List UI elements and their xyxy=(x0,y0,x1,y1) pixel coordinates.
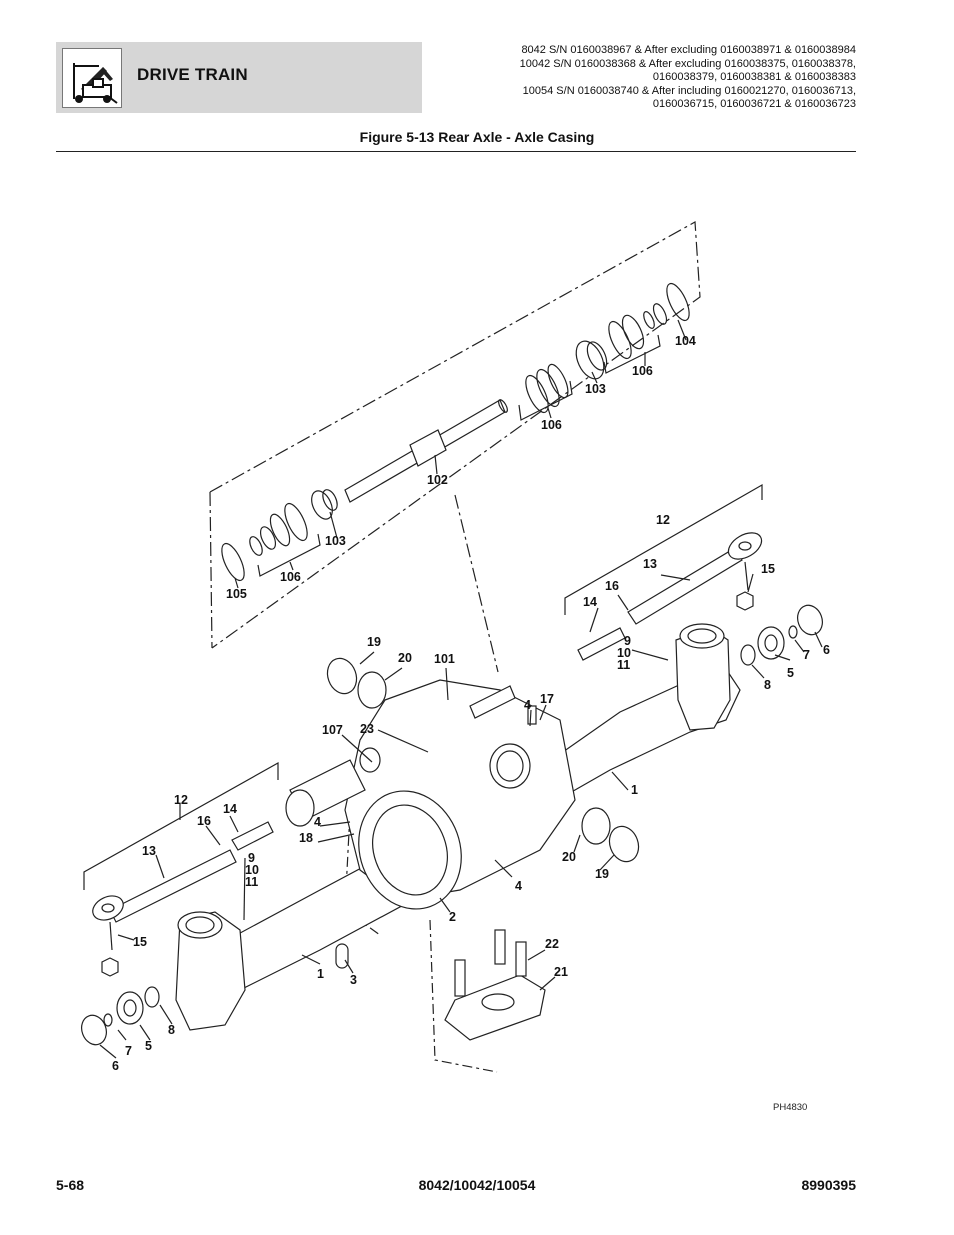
callout-13: 13 xyxy=(142,844,156,858)
callout-20: 20 xyxy=(562,850,576,864)
callout-4: 4 xyxy=(314,815,321,829)
callout-6: 6 xyxy=(823,643,830,657)
manual-part-number: 8990395 xyxy=(801,1177,856,1193)
callout-103: 103 xyxy=(325,534,346,548)
page-number: 5-68 xyxy=(56,1177,85,1193)
serial-line: 0160036715, 0160036721 & 0160036723 xyxy=(652,98,856,110)
callout-7: 7 xyxy=(125,1044,132,1058)
callout-9: 9 xyxy=(624,634,631,648)
callout-8: 8 xyxy=(764,678,771,692)
callout-11: 11 xyxy=(617,658,630,672)
figure-title: Figure 5-13 Rear Axle - Axle Casing xyxy=(359,129,595,145)
callout-2: 2 xyxy=(449,910,456,924)
callout-23: 23 xyxy=(360,722,374,736)
callout-22: 22 xyxy=(545,937,559,951)
callout-1: 1 xyxy=(317,967,324,981)
serial-line: 10042 S/N 0160038368 & After excluding 0… xyxy=(519,57,856,70)
callout-103: 103 xyxy=(585,382,606,396)
callout-13: 13 xyxy=(643,557,657,571)
callout-4: 4 xyxy=(515,879,522,893)
callout-104: 104 xyxy=(675,334,696,348)
callout-7: 7 xyxy=(803,648,810,662)
section-title: DRIVE TRAIN xyxy=(137,65,248,84)
serial-applicability: 8042 S/N 0160038967 & After excluding 01… xyxy=(436,44,856,112)
callout-11: 11 xyxy=(245,875,258,889)
telehandler-icon xyxy=(62,48,122,108)
callout-19: 19 xyxy=(595,867,609,881)
serial-line: 8042 S/N 0160038967 & After excluding 01… xyxy=(521,44,856,56)
callout-17: 17 xyxy=(540,692,554,706)
callout-14: 14 xyxy=(223,802,237,816)
callout-101: 101 xyxy=(434,652,455,666)
callout-9: 9 xyxy=(248,851,255,865)
callout-106: 106 xyxy=(632,364,653,378)
callout-1: 1 xyxy=(631,783,638,797)
callout-4: 4 xyxy=(524,698,531,712)
callout-16: 16 xyxy=(197,814,211,828)
callout-21: 21 xyxy=(554,965,568,979)
callout-20: 20 xyxy=(398,651,412,665)
callout-18: 18 xyxy=(299,831,313,845)
callout-14: 14 xyxy=(583,595,597,609)
callout-102: 102 xyxy=(427,473,448,487)
callout-5: 5 xyxy=(145,1039,152,1053)
callout-6: 6 xyxy=(112,1059,119,1073)
callout-3: 3 xyxy=(350,973,357,987)
serial-line: 10054 S/N 0160038740 & After including 0… xyxy=(522,84,856,97)
callout-10: 10 xyxy=(245,863,259,877)
drawing-reference-code: PH4830 xyxy=(773,1102,807,1113)
callout-19: 19 xyxy=(367,635,381,649)
section-header: DRIVE TRAIN xyxy=(56,42,422,113)
callout-15: 15 xyxy=(761,562,775,576)
callout-8: 8 xyxy=(168,1023,175,1037)
callout-5: 5 xyxy=(787,666,794,680)
callout-12: 12 xyxy=(656,513,670,527)
explode-boundary xyxy=(209,221,701,649)
callout-15: 15 xyxy=(133,935,147,949)
callout-12: 12 xyxy=(174,793,188,807)
callout-106: 106 xyxy=(280,570,301,584)
callout-10: 10 xyxy=(617,646,631,660)
callout-106: 106 xyxy=(541,418,562,432)
callout-107: 107 xyxy=(322,723,343,737)
serial-line: 0160038379, 0160038381 & 0160038383 xyxy=(652,71,856,83)
model-numbers: 8042/10042/10054 xyxy=(418,1177,536,1193)
callout-16: 16 xyxy=(605,579,619,593)
header-divider xyxy=(56,151,856,152)
callout-105: 105 xyxy=(226,587,247,601)
